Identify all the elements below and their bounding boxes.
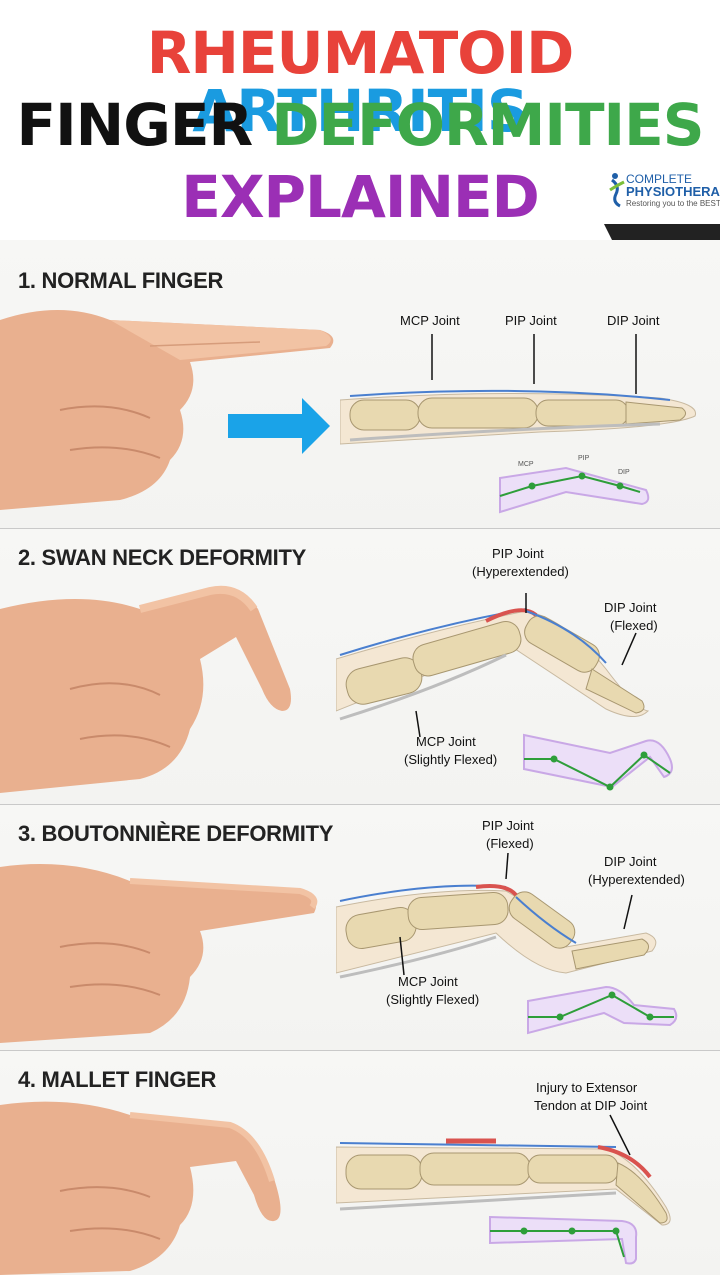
label-dip-hyperextended: (Hyperextended) [588,872,685,887]
label-injury-line-2: Tendon at DIP Joint [534,1098,648,1113]
mallet-finger-schematic [489,1215,638,1265]
logo-line-2: PHYSIOTHERA [626,184,720,199]
label-injury-line-1: Injury to Extensor [536,1080,638,1095]
label-dip-joint: DIP Joint [604,600,657,615]
mini-label-pip: PIP [578,455,590,462]
injury-pointer-line [609,1114,631,1156]
title-word-rheumatoid: RHEUMATOID [146,19,575,87]
hand-pointing-illustration [0,310,334,510]
label-mcp-joint: MCP Joint [398,974,458,989]
title-word-explained: EXPLAINED [181,163,540,231]
label-mcp-slightly-flexed: (Slightly Flexed) [386,992,480,1007]
title-word-deformities: DEFORMITIES [271,91,704,159]
hand-mallet-finger-illustration [0,1101,281,1275]
label-pip-joint: PIP Joint [492,546,544,561]
hand-swan-neck-illustration [0,585,291,793]
label-dip-flexed: (Flexed) [610,618,658,633]
section-title: 3. BOUTONNIÈRE DEFORMITY [18,821,334,846]
title-line-3: EXPLAINED [0,168,720,226]
mini-label-mcp: MCP [518,461,534,468]
arrow-right-icon [228,398,330,454]
normal-finger-schematic: MCP PIP DIP [499,455,650,514]
label-mcp-joint: MCP Joint [416,734,476,749]
label-mcp-slightly-flexed: (Slightly Flexed) [404,752,498,767]
mini-label-dip: DIP [618,469,630,476]
label-mcp-joint: MCP Joint [400,313,460,328]
swan-neck-schematic [523,733,673,791]
hand-boutonniere-illustration [0,864,318,1043]
section-swan-neck: 2. SWAN NECK DEFORMITY PIP Joint (Hypere… [0,529,720,804]
mallet-finger-anatomy [336,1138,671,1226]
section-boutonniere: 3. BOUTONNIÈRE DEFORMITY PIP Joint (Flex… [0,805,720,1050]
joint-pointer-lines [431,334,637,394]
label-pip-hyperextended: (Hyperextended) [472,564,569,579]
title-word-finger: FINGER [16,91,253,159]
section-normal-finger: 1. NORMAL FINGER MCP Joint PIP Joint DIP… [0,240,720,528]
label-dip-joint: DIP Joint [607,313,660,328]
label-pip-joint: PIP Joint [505,313,557,328]
boutonniere-schematic [527,985,678,1035]
title-line-1: RHEUMATOID ARTHRITIS [0,24,720,140]
logo-line-3: Restoring you to the BEST [626,199,720,208]
section-divider [0,528,720,529]
section-divider [0,804,720,805]
section-title: 1. NORMAL FINGER [18,268,224,293]
logo-line-1: COMPLETE [626,172,693,186]
section-title: 2. SWAN NECK DEFORMITY [18,545,306,570]
section-title: 4. MALLET FINGER [18,1067,217,1092]
label-pip-joint: PIP Joint [482,818,534,833]
joint-pointer-lines [399,852,633,976]
label-dip-joint: DIP Joint [604,854,657,869]
normal-finger-anatomy [340,389,697,445]
section-divider [0,1050,720,1051]
swan-neck-finger-anatomy [336,608,650,721]
figure-icon [609,173,625,208]
title-word-arthritis: ARTHRITIS [192,77,528,145]
title-line-2: FINGER DEFORMITIES [0,96,720,154]
brand-logo: COMPLETE PHYSIOTHERA Restoring you to th… [604,168,720,212]
label-pip-flexed: (Flexed) [486,836,534,851]
joint-pointer-lines [415,593,637,738]
boutonniere-finger-anatomy [336,884,657,979]
section-mallet-finger: 4. MALLET FINGER Injury to Extensor Tend… [0,1051,720,1275]
